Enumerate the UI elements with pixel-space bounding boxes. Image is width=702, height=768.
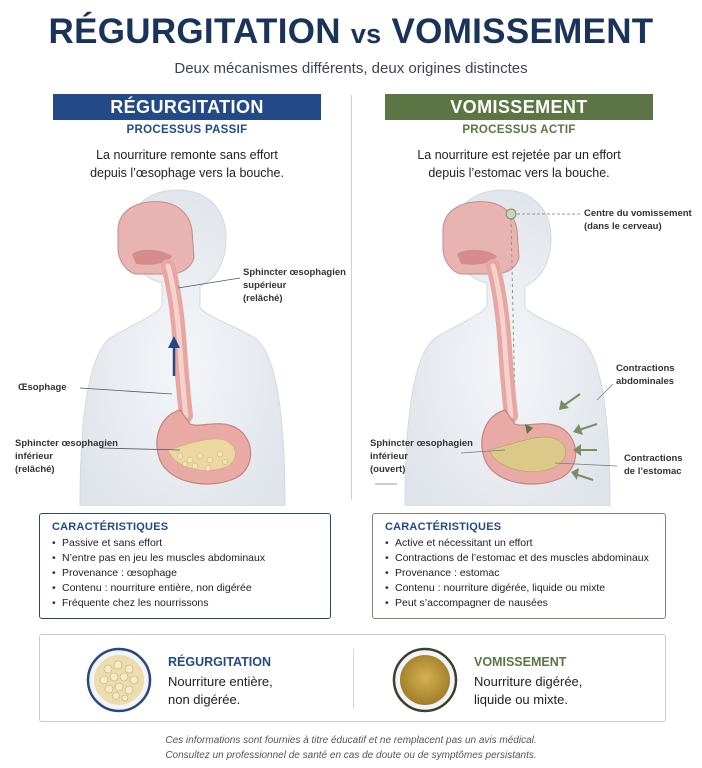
regurgitation-description: La nourriture remonte sans effort depuis… xyxy=(53,146,321,182)
label-line: Centre du vomissement xyxy=(584,208,692,219)
leader-upper-sphincter xyxy=(177,277,241,289)
leader-lower-sphincter xyxy=(460,449,506,454)
list-item: Active et nécessitant un effort xyxy=(385,536,653,551)
summary-vomiting-title: VOMISSEMENT xyxy=(474,655,567,669)
list-item: Fréquente chez les nourrissons xyxy=(52,596,318,611)
label-line: inférieur xyxy=(15,451,54,462)
regurgitation-anatomy-illustration xyxy=(79,189,286,506)
label-line: Contractions xyxy=(624,453,683,464)
label-line: supérieur xyxy=(243,280,287,291)
disclaimer-line: Consultez un professionnel de santé en c… xyxy=(165,750,537,761)
esophagus-lumen xyxy=(165,263,189,419)
box-title: CARACTÉRISTIQUES xyxy=(385,521,502,533)
stomach-liquid xyxy=(488,436,566,472)
list-item: N’entre pas en jeu les muscles abdominau… xyxy=(52,551,318,566)
desc-line: depuis l’œsophage vers la bouche. xyxy=(90,166,284,180)
label-line: de l’estomac xyxy=(624,466,682,477)
title-part1: RÉGURGITATION xyxy=(48,12,341,51)
list-item: Peut s’accompagner de nausées xyxy=(385,596,653,611)
active-process-label: PROCESSUS ACTIF xyxy=(462,124,576,136)
list-item: Contenu : nourriture digérée, liquide ou… xyxy=(385,581,653,596)
page-title: RÉGURGITATION vs VOMISSEMENT xyxy=(0,12,702,52)
summary-regurgitation-text: Nourriture entière, non digérée. xyxy=(168,673,273,709)
vomiting-header: VOMISSEMENT xyxy=(385,94,653,120)
regurgitation-characteristics-box: CARACTÉRISTIQUES Passive et sans effort … xyxy=(39,513,331,619)
undigested-food-dish-icon xyxy=(86,647,152,713)
upper-sphincter-label: Sphincter œsophagien supérieur (relâché) xyxy=(243,266,346,305)
vomiting-anatomy-illustration xyxy=(375,189,618,506)
desc-line: La nourriture est rejetée par un effort xyxy=(417,148,621,162)
tongue xyxy=(457,249,497,265)
column-divider xyxy=(351,95,352,500)
list-item: Provenance : estomac xyxy=(385,566,653,581)
digested-liquid-dish-icon xyxy=(392,647,458,713)
brain-center-label: Centre du vomissement (dans le cerveau) xyxy=(584,207,692,233)
summary-line: non digérée. xyxy=(168,692,241,707)
characteristics-list: Active et nécessitant un effort Contract… xyxy=(385,536,653,611)
sphincter-open-marker xyxy=(525,424,533,434)
disclaimer-line: Ces informations sont fournies à titre é… xyxy=(165,735,537,746)
regurgitation-header: RÉGURGITATION xyxy=(53,94,321,120)
label-line: (ouvert) xyxy=(370,464,406,475)
title-part2: VOMISSEMENT xyxy=(391,12,654,51)
summary-line: Nourriture digérée, xyxy=(474,674,583,689)
lower-sphincter-open-label: Sphincter œsophagien inférieur (ouvert) xyxy=(370,437,473,476)
summary-panel: RÉGURGITATION Nourriture entière, non di… xyxy=(39,634,666,722)
list-item: Contractions de l’estomac et des muscles… xyxy=(385,551,653,566)
desc-line: depuis l’estomac vers la bouche. xyxy=(428,166,610,180)
up-arrowhead xyxy=(168,336,180,348)
label-line: (relâché) xyxy=(243,293,283,304)
label-line: Sphincter œsophagien xyxy=(243,267,346,278)
characteristics-list: Passive et sans effort N’entre pas en je… xyxy=(52,536,318,611)
summary-vomiting-text: Nourriture digérée, liquide ou mixte. xyxy=(474,673,582,709)
contraction-arrows xyxy=(559,393,598,481)
summary-regurgitation-title: RÉGURGITATION xyxy=(168,655,272,669)
label-line: (dans le cerveau) xyxy=(584,221,662,232)
abdominal-contractions-label: Contractions abdominales xyxy=(616,362,675,388)
leader-lower-sphincter xyxy=(99,447,181,451)
esophagus-lumen xyxy=(490,263,514,419)
vomiting-description: La nourriture est rejetée par un effort … xyxy=(385,146,653,182)
brain-center-dot xyxy=(505,208,517,220)
summary-line: liquide ou mixte. xyxy=(474,692,568,707)
title-vs: vs xyxy=(350,19,382,49)
stomach-contractions-label: Contractions de l’estomac xyxy=(624,452,683,478)
label-line: inférieur xyxy=(370,451,409,462)
vomiting-characteristics-box: CARACTÉRISTIQUES Active et nécessitant u… xyxy=(372,513,666,619)
nerve-path xyxy=(510,217,516,409)
list-item: Contenu : nourriture entière, non digéré… xyxy=(52,581,318,596)
label-line: (relâché) xyxy=(15,464,55,475)
page-subtitle: Deux mécanismes différents, deux origine… xyxy=(174,60,528,77)
label-line: abdominales xyxy=(616,376,675,387)
label-line: Contractions xyxy=(616,363,675,374)
summary-divider xyxy=(353,649,354,709)
leader-esophagus xyxy=(79,387,173,395)
desc-line: La nourriture remonte sans effort xyxy=(96,148,278,162)
list-item: Provenance : œsophage xyxy=(52,566,318,581)
food-chunks xyxy=(176,450,228,472)
lower-sphincter-label: Sphincter œsophagien inférieur (relâché) xyxy=(15,437,118,476)
tongue xyxy=(132,249,172,265)
summary-line: Nourriture entière, xyxy=(168,674,273,689)
label-line: Sphincter œsophagien xyxy=(15,438,118,449)
label-line: Sphincter œsophagien xyxy=(370,438,473,449)
esophagus-label: Œsophage xyxy=(18,382,67,393)
passive-process-label: PROCESSUS PASSIF xyxy=(126,124,248,136)
leader-abdominal xyxy=(596,383,614,401)
list-item: Passive et sans effort xyxy=(52,536,318,551)
leader-stomach-contr xyxy=(554,462,618,467)
box-title: CARACTÉRISTIQUES xyxy=(52,521,169,533)
